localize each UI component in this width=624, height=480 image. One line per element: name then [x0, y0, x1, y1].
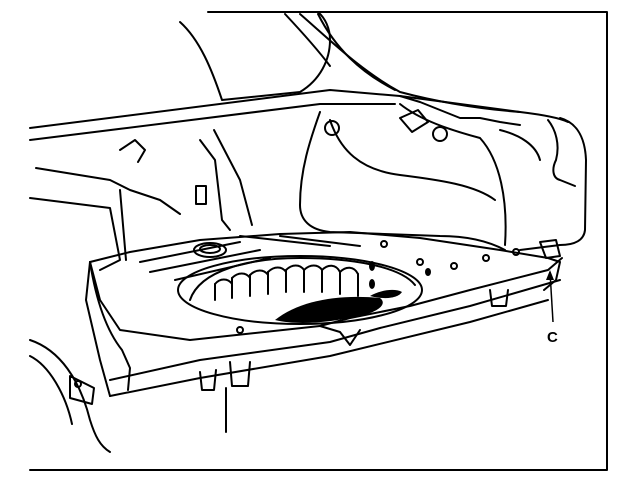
- rear-sill-bottom: [109, 299, 549, 397]
- center-post-left: [199, 139, 231, 231]
- wheel-arch: [399, 103, 507, 246]
- wall-bracket: [399, 109, 429, 133]
- left-rear-bumper: [29, 339, 111, 453]
- right-quarter-inner: [547, 119, 576, 187]
- marker-drop-1: [369, 261, 375, 271]
- sill-fastener-4: [482, 254, 490, 262]
- center-mount-post: [229, 361, 251, 387]
- rear-sill-top: [89, 257, 563, 341]
- wheel-arch-inner: [329, 119, 496, 201]
- access-hole-left: [324, 120, 340, 136]
- trunk-floor-ridges: [139, 235, 361, 281]
- rear-window-outline: [179, 11, 331, 101]
- well-corrugation-loops: [214, 264, 359, 285]
- left-mount-post: [199, 369, 217, 391]
- right-end-plate: [543, 257, 561, 291]
- center-post-slot: [195, 185, 207, 205]
- bolt-left-corner: [74, 380, 82, 388]
- callout-c-leader: [549, 271, 554, 323]
- sill-fastener-5: [512, 248, 520, 256]
- well-shadow-2: [370, 289, 402, 299]
- c-pillar-outer: [299, 13, 521, 113]
- well-corrugations: [214, 269, 359, 301]
- right-quarter-panel: [519, 117, 587, 251]
- fuel-filler-cap-inner: [199, 244, 221, 254]
- left-bulkhead-panel: [29, 197, 121, 271]
- left-tab: [69, 375, 95, 405]
- marker-drop-3: [425, 268, 431, 276]
- rear-shelf-rail-lower: [29, 103, 396, 141]
- access-hole-right: [432, 126, 448, 142]
- left-corner-post: [89, 261, 131, 391]
- rear-sill-notch: [319, 325, 361, 346]
- figure-border: [29, 11, 608, 471]
- c-pillar-inner: [317, 13, 396, 91]
- right-quarter-rib: [499, 129, 541, 161]
- right-mount-post: [489, 289, 509, 307]
- callout-c-arrowhead: [546, 270, 554, 280]
- trunk-inner-wall: [299, 111, 506, 251]
- sill-fastener-3: [450, 262, 458, 270]
- fuel-filler-cap: [193, 242, 227, 258]
- spare-tire-well-inner: [189, 257, 416, 301]
- marker-drop-2: [369, 279, 375, 289]
- rear-sill-face: [109, 279, 561, 381]
- sill-fastener-6: [236, 326, 244, 334]
- rear-shelf-rail-detail: [399, 95, 521, 126]
- sill-fastener-2: [416, 258, 424, 266]
- spare-tire-well: [177, 255, 423, 325]
- right-latch-bracket: [539, 239, 561, 259]
- sill-fastener-1: [380, 240, 388, 248]
- center-post-right: [213, 129, 253, 226]
- left-bulkhead-top: [35, 167, 181, 215]
- rear-sill-left-end: [85, 261, 111, 397]
- left-rear-bumper-outline: [29, 355, 73, 425]
- center-rib: [119, 139, 146, 163]
- well-shadow: [275, 296, 383, 323]
- c-pillar-edge: [284, 13, 331, 67]
- left-bulkhead-edge: [119, 189, 127, 261]
- trunk-floor-front-edge: [89, 231, 549, 263]
- callout-c-label: C: [547, 329, 558, 346]
